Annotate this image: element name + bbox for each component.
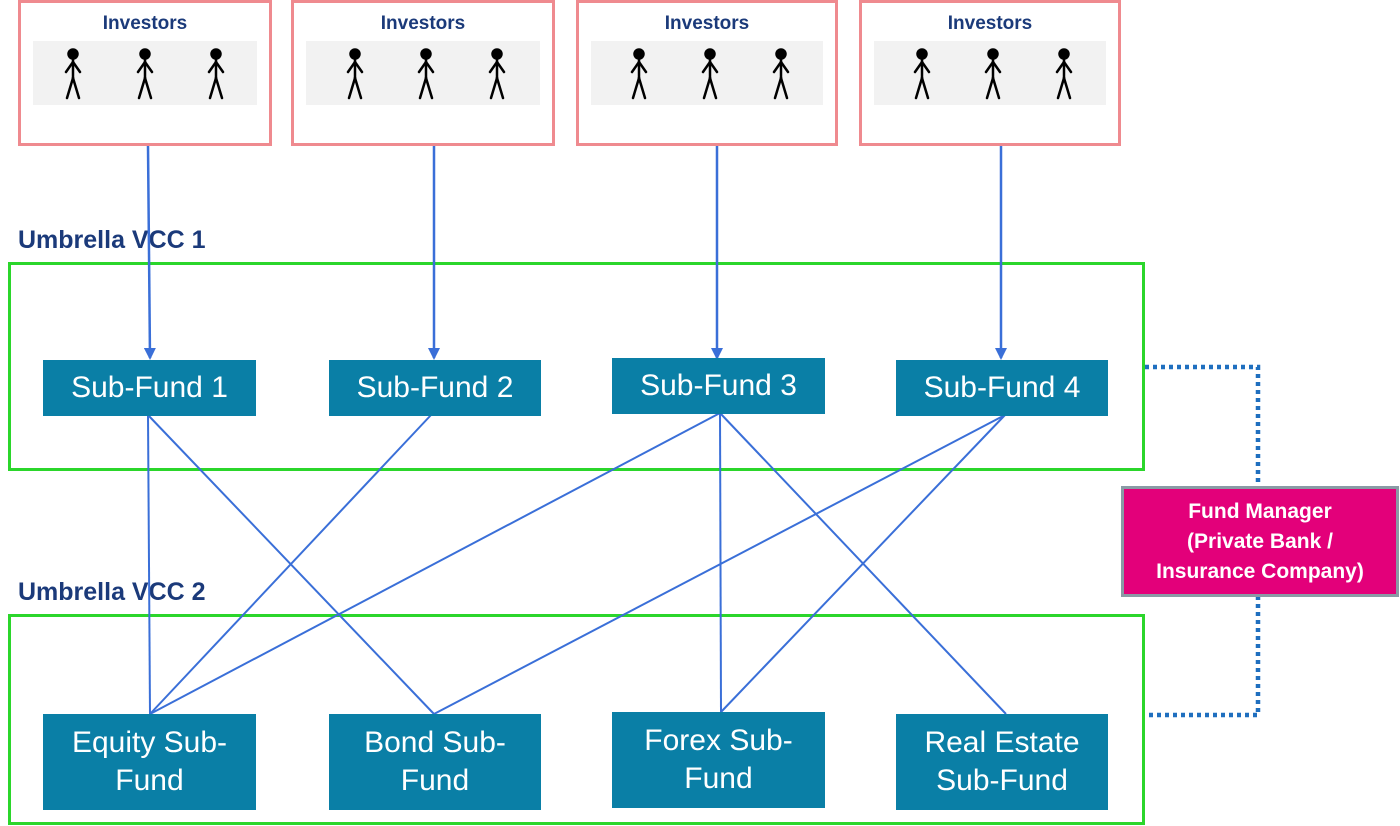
investor-figure-icon — [136, 48, 154, 100]
manager-link-vcc2 — [1145, 596, 1261, 718]
fund-label-line1: Bond Sub- — [364, 726, 506, 759]
forex-sub-fund: Forex Sub- Fund — [612, 712, 825, 808]
umbrella-vcc-2-frame — [8, 614, 1145, 825]
umbrella-vcc-1-frame — [8, 262, 1145, 471]
real-estate-sub-fund: Real Estate Sub-Fund — [896, 714, 1108, 810]
fund-label-line2: Sub-Fund — [936, 764, 1068, 797]
investor-figure-icon — [207, 48, 225, 100]
sub-fund-3: Sub-Fund 3 — [612, 358, 825, 414]
link-sf3-equity — [149, 412, 721, 715]
investor-arrow-1 — [143, 145, 156, 360]
fund-manager-line2: (Private Bank / — [1187, 529, 1333, 553]
sub-fund-1: Sub-Fund 1 — [43, 360, 256, 416]
manager-link-vcc1 — [1145, 364, 1261, 487]
investor-figure-icon — [913, 48, 931, 100]
investor-figure-icon — [64, 48, 82, 100]
link-sf2-equity — [149, 414, 432, 715]
investor-figure-icon — [772, 48, 790, 100]
investors-title: Investors — [664, 13, 750, 34]
investor-figure-icon — [630, 48, 648, 100]
fund-label-line2: Fund — [684, 762, 753, 795]
sub-fund-label: Sub-Fund 4 — [923, 371, 1081, 404]
sub-fund-2: Sub-Fund 2 — [329, 360, 541, 416]
link-sf4-bond — [433, 414, 1006, 715]
investor-figure-icon — [346, 48, 364, 100]
link-sf3-forex — [719, 412, 722, 713]
fund-label-line1: Real Estate — [924, 726, 1080, 759]
equity-sub-fund: Equity Sub- Fund — [43, 714, 256, 810]
link-sf4-forex — [720, 414, 1006, 713]
investor-figure-icon — [1055, 48, 1073, 100]
fund-label-line2: Fund — [115, 764, 184, 797]
umbrella-vcc-1-label: Umbrella VCC 1 — [18, 226, 206, 254]
fund-label-line1: Equity Sub- — [71, 726, 228, 759]
sub-fund-label: Sub-Fund 1 — [71, 371, 228, 404]
bond-sub-fund: Bond Sub- Fund — [329, 714, 541, 810]
investors-title: Investors — [380, 13, 466, 34]
fund-label-line1: Forex Sub- — [644, 724, 793, 757]
investor-figure-icon — [984, 48, 1002, 100]
investors-title: Investors — [102, 13, 188, 34]
investor-figure-icon — [417, 48, 435, 100]
fund-manager-line3: Insurance Company) — [1156, 559, 1364, 583]
investor-figure-icon — [701, 48, 719, 100]
sub-fund-4: Sub-Fund 4 — [896, 360, 1108, 416]
investors-box-2: Investors — [291, 0, 555, 146]
investor-figure-icon — [488, 48, 506, 100]
investors-title: Investors — [947, 13, 1033, 34]
sub-fund-label: Sub-Fund 3 — [640, 369, 797, 402]
fund-manager-box: Fund Manager (Private Bank / Insurance C… — [1121, 486, 1399, 597]
investors-box-4: Investors — [859, 0, 1121, 146]
link-sf1-equity — [147, 414, 151, 715]
fund-manager-line1: Fund Manager — [1188, 499, 1332, 523]
fund-label-line2: Fund — [400, 764, 470, 797]
umbrella-vcc-2-label: Umbrella VCC 2 — [18, 578, 206, 606]
sub-fund-label: Sub-Fund 2 — [356, 371, 514, 404]
